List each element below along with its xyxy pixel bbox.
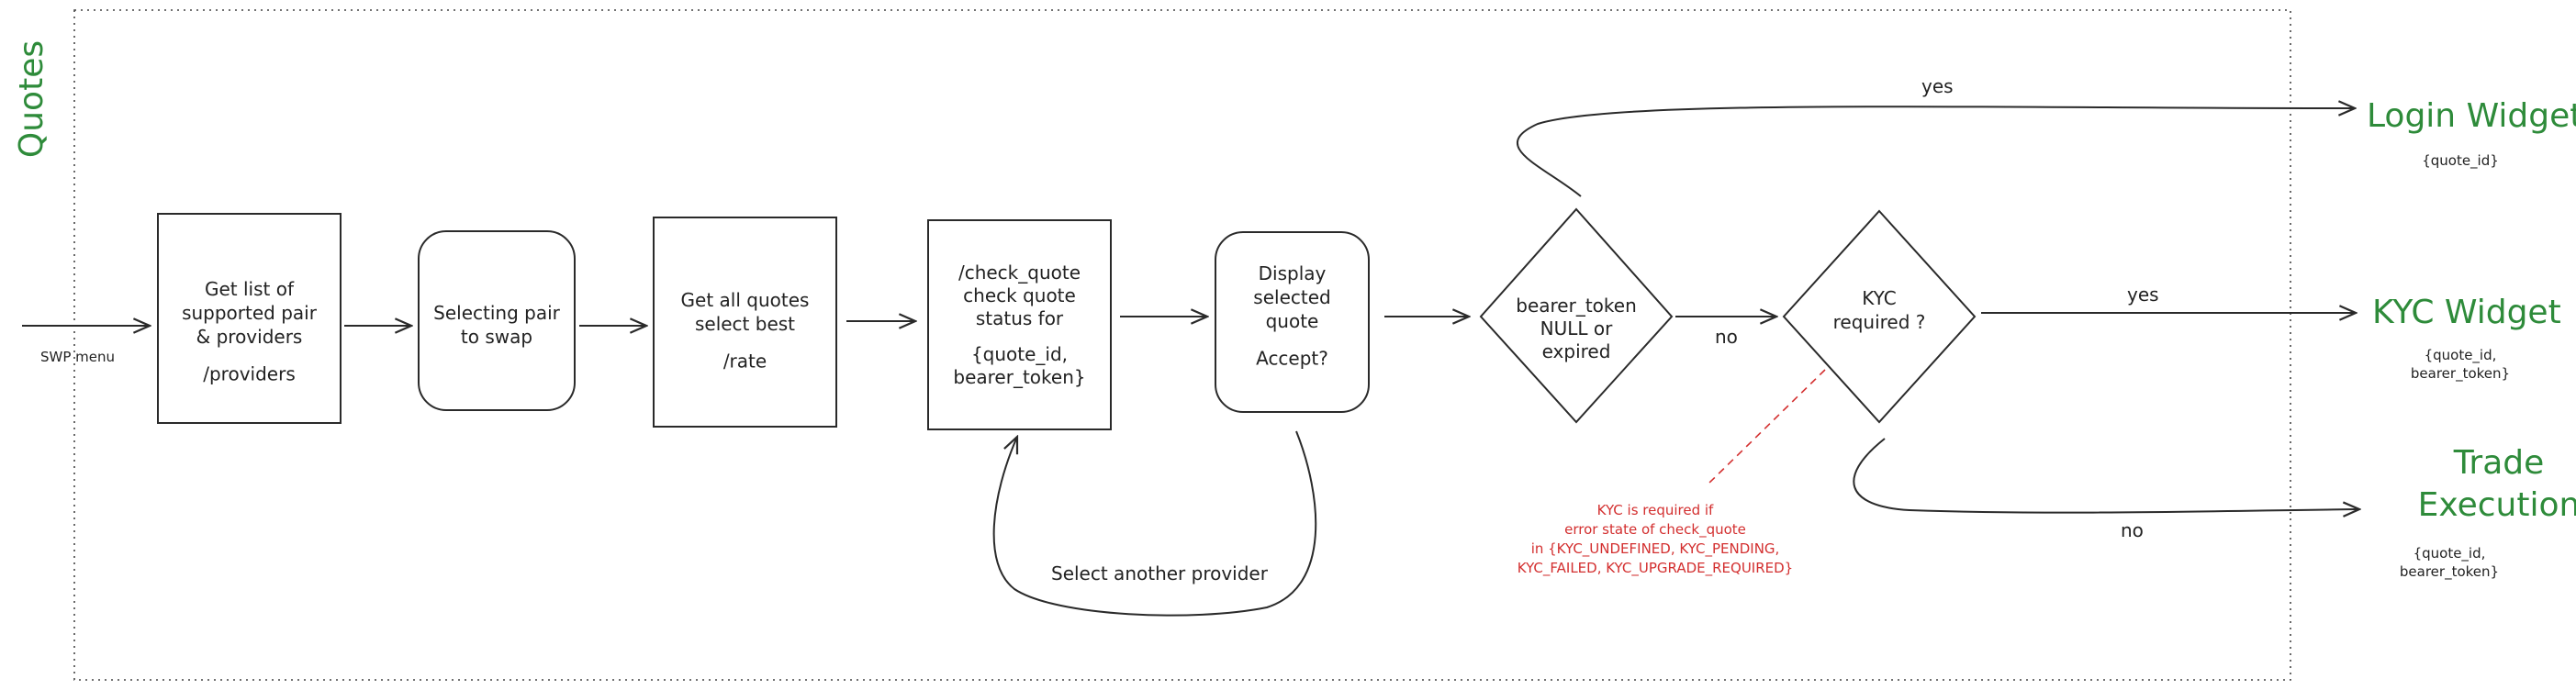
node-check-quote-text-line: bearer_token} [953, 366, 1085, 388]
node-check-quote-text-line: status for [976, 307, 1064, 329]
outcome-trade-execution-params: {quote_id,bearer_token} [2400, 545, 2499, 581]
node-check-quote-text-line: check quote [963, 284, 1076, 306]
node-display-quote-text-line: selected [1253, 286, 1330, 308]
decision-bearer-token-text-line: NULL or [1540, 317, 1613, 339]
edge-bearer-no-label: no [1715, 326, 1738, 348]
entry-label: SWP menu [40, 349, 115, 365]
decision-bearer-token-text-line: expired [1542, 340, 1611, 362]
node-get-list-text-line: Get list of [205, 278, 295, 300]
node-get-list-text-line: /providers [203, 362, 296, 384]
quotes-section-frame [73, 9, 2291, 681]
decision-kyc-required-text-line: KYC [1862, 287, 1897, 309]
node-check-quote-text-line: /check_quote [958, 262, 1081, 284]
node-get-quotes-text-line: select best [695, 313, 795, 335]
node-check-quote-text-line: {quote_id, [971, 343, 1068, 365]
outcome-login-widget-params: {quote_id} [2422, 152, 2499, 170]
kyc-note: KYC is required if error state of check_q… [1518, 502, 1793, 577]
outcome-kyc-widget-params-line: {quote_id, [2425, 347, 2497, 364]
outcome-trade-execution-title-line: Trade [2453, 444, 2545, 482]
loop-label: Select another provider [1051, 562, 1269, 584]
arrow-bearer-yes [1516, 106, 2355, 197]
outcome-login-widget-params-line: {quote_id} [2422, 152, 2499, 170]
node-get-quotes-text-line: /rate [723, 350, 767, 372]
decision-bearer-token [1479, 207, 1674, 424]
node-display-quote-text-line: Display [1259, 262, 1327, 284]
decision-kyc-required-text-line: required ? [1833, 311, 1926, 333]
node-get-list [157, 213, 342, 424]
kyc-note-line: in {KYC_UNDEFINED, KYC_PENDING, [1531, 540, 1780, 558]
outcome-kyc-widget-params-line: bearer_token} [2411, 365, 2510, 383]
section-title: Quotes [13, 40, 50, 158]
note-connector [1705, 369, 1826, 487]
edge-kyc-yes-label: yes [2127, 284, 2159, 306]
arrow-loop-back [992, 430, 1317, 617]
node-get-quotes [653, 217, 837, 428]
outcome-login-widget-title: Login Widget [2367, 97, 2576, 135]
outcome-kyc-widget-params: {quote_id,bearer_token} [2411, 347, 2510, 383]
node-select-pair-text-line: Selecting pair [433, 302, 560, 324]
kyc-note-line: KYC is required if [1597, 502, 1714, 518]
kyc-note-line: KYC_FAILED, KYC_UPGRADE_REQUIRED} [1518, 560, 1793, 577]
node-display-quote [1215, 231, 1370, 413]
node-select-pair-text-line: to swap [461, 326, 532, 348]
node-select-pair [418, 230, 576, 411]
arrow-kyc-no [1853, 438, 2359, 513]
decision-kyc-required [1782, 209, 1977, 424]
node-get-list-text-line: supported pair [182, 302, 318, 324]
edge-kyc-no-label: no [2121, 519, 2144, 541]
outcome-trade-execution-params-line: bearer_token} [2400, 563, 2499, 581]
decision-bearer-token-text-line: bearer_token [1516, 295, 1637, 317]
node-check-quote [927, 219, 1112, 430]
outcome-trade-execution-title-line: Execution [2418, 486, 2576, 524]
node-display-quote-text-line: Accept? [1256, 347, 1328, 369]
outcome-kyc-widget-title: KYC Widget [2372, 294, 2561, 331]
node-display-quote-text-line: quote [1266, 310, 1319, 332]
edge-bearer-yes-label: yes [1921, 75, 1954, 97]
node-get-list-text-line: & providers [196, 326, 303, 348]
outcome-trade-execution-params-line: {quote_id, [2414, 545, 2486, 562]
node-get-quotes-text-line: Get all quotes [681, 289, 810, 311]
kyc-note-line: error state of check_quote [1564, 521, 1746, 539]
